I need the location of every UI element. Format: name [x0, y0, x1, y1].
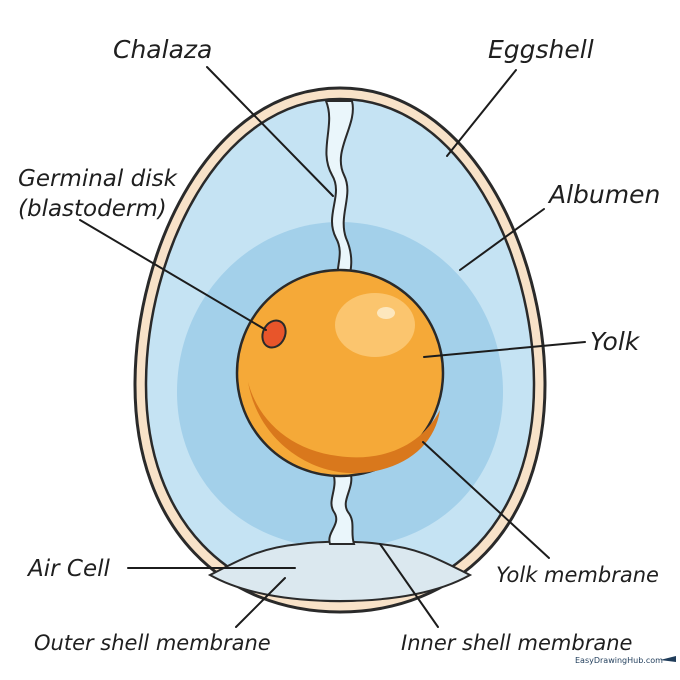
leader-yolk-membrane [422, 441, 550, 559]
leader-yolk [423, 341, 586, 358]
label-germinal-disk-line1: Germinal disk [18, 166, 179, 192]
leader-inner-shell-membrane [379, 543, 439, 628]
label-eggshell: Eggshell [488, 35, 594, 64]
leader-chalaza [206, 66, 334, 197]
watermark-backdrop [560, 652, 678, 666]
yolk-shadow [248, 382, 440, 474]
label-outer-shell-membrane: Outer shell membrane [34, 631, 271, 655]
label-yolk: Yolk [590, 327, 641, 356]
label-yolk-membrane: Yolk membrane [496, 563, 659, 587]
yolk-glint [377, 307, 395, 319]
label-albumen: Albumen [547, 180, 660, 209]
label-germinal-disk-line2: (blastoderm) [18, 196, 167, 222]
air-cell [207, 540, 473, 603]
watermark: EasyDrawingHub.com [575, 656, 663, 665]
label-inner-shell-membrane: Inner shell membrane [401, 631, 632, 655]
chalaza-lower [328, 469, 356, 545]
leader-outer-shell-membrane [235, 577, 286, 628]
label-chalaza: Chalaza [113, 35, 212, 64]
leader-albumen [459, 208, 545, 271]
leader-germinal-disk [79, 219, 267, 331]
leader-eggshell [446, 69, 517, 157]
yolk-highlight [335, 293, 415, 357]
label-air-cell: Air Cell [26, 556, 110, 582]
pencil-icon [660, 656, 676, 662]
